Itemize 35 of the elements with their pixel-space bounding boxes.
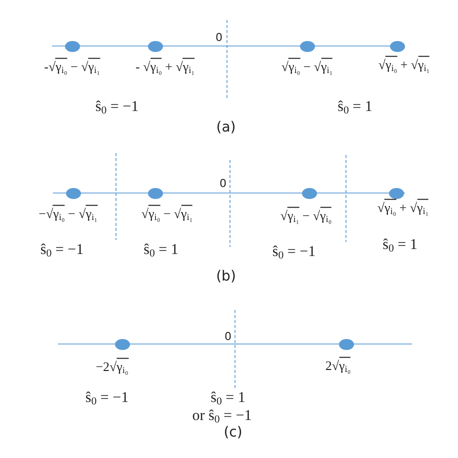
point-dot — [148, 40, 162, 52]
point-dot — [338, 338, 354, 350]
point-value-label: √γ$_{i₀}$ + √γ$_{i₁}$ — [377, 198, 429, 216]
origin-label: 0 — [216, 32, 222, 44]
decision-label: ŝ$_{0}$ = 1 — [382, 236, 418, 254]
point-value-label: -√γ$_{i₀}$ − √γ$_{i₁}$ — [44, 58, 100, 74]
point-value-label: - √γ$_{i₀}$ + √γ$_{i₁}$ — [136, 58, 194, 74]
decision-label: ŝ$_{0}$ = −1 — [272, 244, 316, 260]
point-value-label: −2√γ$_{i₀}$ — [96, 358, 128, 374]
origin-label: 0 — [224, 330, 232, 344]
origin-label: 0 — [220, 178, 226, 190]
point-value-label: √γ$_{i₀}$ − √γ$_{i₁}$ — [141, 204, 193, 222]
decision-label: ŝ$_{0}$ = 1 — [144, 242, 178, 258]
point-dot — [148, 188, 162, 198]
decision-label: ŝ$_{0}$ = −1 — [95, 98, 139, 116]
point-dot — [114, 338, 130, 350]
decision-label: ŝ$_{0}$ = 1 — [210, 390, 246, 406]
point-value-label: √γ$_{i₀}$ + √γ$_{i₁}$ — [378, 56, 430, 72]
point-value-label: √γ$_{i₀}$ − √γ$_{i₁}$ — [281, 58, 333, 74]
point-dot — [64, 40, 80, 52]
panel-caption: (b) — [216, 269, 236, 285]
decision-label: ŝ$_{0}$ = 1 — [338, 98, 372, 116]
decision-label: or ŝ$_{0}$ = −1 — [192, 408, 252, 424]
panel-caption: (c) — [224, 425, 242, 441]
point-dot — [390, 40, 404, 52]
point-dot — [300, 40, 314, 52]
point-value-label: √γ$_{i₁}$ − √γ$_{i₀}$ — [280, 206, 332, 224]
point-dot — [388, 188, 404, 198]
point-dot — [302, 188, 316, 198]
decision-label: ŝ$_{0}$ = −1 — [85, 390, 129, 406]
point-dot — [66, 188, 80, 198]
point-value-label: 2√γ$_{i₀}$ — [325, 356, 351, 374]
panel-caption: (a) — [216, 120, 236, 136]
decision-label: ŝ$_{0}$ = −1 — [40, 242, 84, 258]
point-value-label: −√γ$_{i₀}$ − √γ$_{i₁}$ — [38, 204, 98, 222]
